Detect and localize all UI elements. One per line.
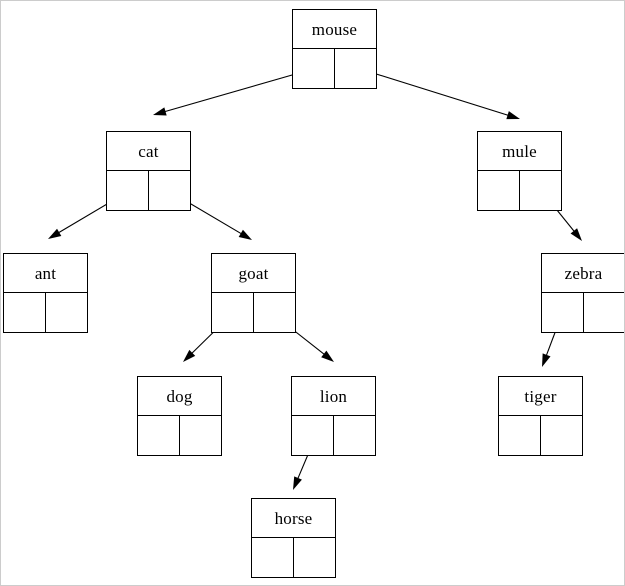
edge-arrowhead [238,229,252,240]
tree-node-tiger: tiger [498,376,583,456]
tree-node-mouse: mouse [292,9,377,89]
left-pointer-cell [292,416,334,455]
edge-arrowhead [293,476,302,490]
left-pointer-cell [252,538,294,577]
right-pointer-cell [46,293,88,332]
left-pointer-cell [4,293,46,332]
tree-node-goat: goat [211,253,296,333]
tree-node-label: cat [138,141,159,161]
edge-arrowhead [321,350,334,362]
tree-node-label: ant [34,263,57,283]
tree-node-pointers [252,537,335,577]
right-pointer-cell [584,293,625,332]
tree-node-label: mule [502,141,537,161]
left-pointer-cell [499,416,541,455]
tree-node-dog: dog [137,376,222,456]
tree-node-zebra: zebra [541,253,625,333]
right-pointer-cell [294,538,336,577]
right-pointer-cell [520,171,562,210]
left-pointer-cell [293,49,335,88]
tree-node-lion: lion [291,376,376,456]
edge-line [353,66,511,117]
tree-node-pointers [212,292,295,332]
tree-node-pointers [542,292,625,332]
edge-arrowhead [506,111,520,120]
tree-node-pointers [499,415,582,455]
edge-line [162,68,314,113]
tree-node-pointers [478,170,561,210]
tree-node-label: dog [166,386,193,406]
tree-node-label: lion [319,386,348,406]
tree-node-pointers [292,415,375,455]
left-pointer-cell [107,171,149,210]
tree-node-label: horse [274,508,313,528]
tree-node-label: mouse [311,19,358,39]
right-pointer-cell [180,416,222,455]
right-pointer-cell [254,293,296,332]
tree-node-label: zebra [564,263,603,283]
tree-edge-mouse-left-to-cat [153,68,314,116]
tree-edge-mouse-right-to-mule [353,66,520,120]
edge-arrowhead [183,349,196,362]
right-pointer-cell [334,416,376,455]
right-pointer-cell [149,171,191,210]
tree-node-pointers [4,292,87,332]
tree-node-horse: horse [251,498,336,578]
tree-node-pointers [107,170,190,210]
right-pointer-cell [541,416,583,455]
tree-node-pointers [138,415,221,455]
tree-node-cat: cat [106,131,191,211]
edge-arrowhead [570,228,582,241]
tree-node-label: tiger [524,386,557,406]
tree-node-pointers [293,48,376,88]
left-pointer-cell [542,293,584,332]
tree-node-label: goat [238,263,269,283]
left-pointer-cell [138,416,180,455]
tree-node-ant: ant [3,253,88,333]
right-pointer-cell [335,49,377,88]
tree-node-mule: mule [477,131,562,211]
edge-arrowhead [48,228,62,239]
left-pointer-cell [478,171,520,210]
edge-arrowhead [542,353,551,367]
left-pointer-cell [212,293,254,332]
edge-arrowhead [153,107,167,116]
